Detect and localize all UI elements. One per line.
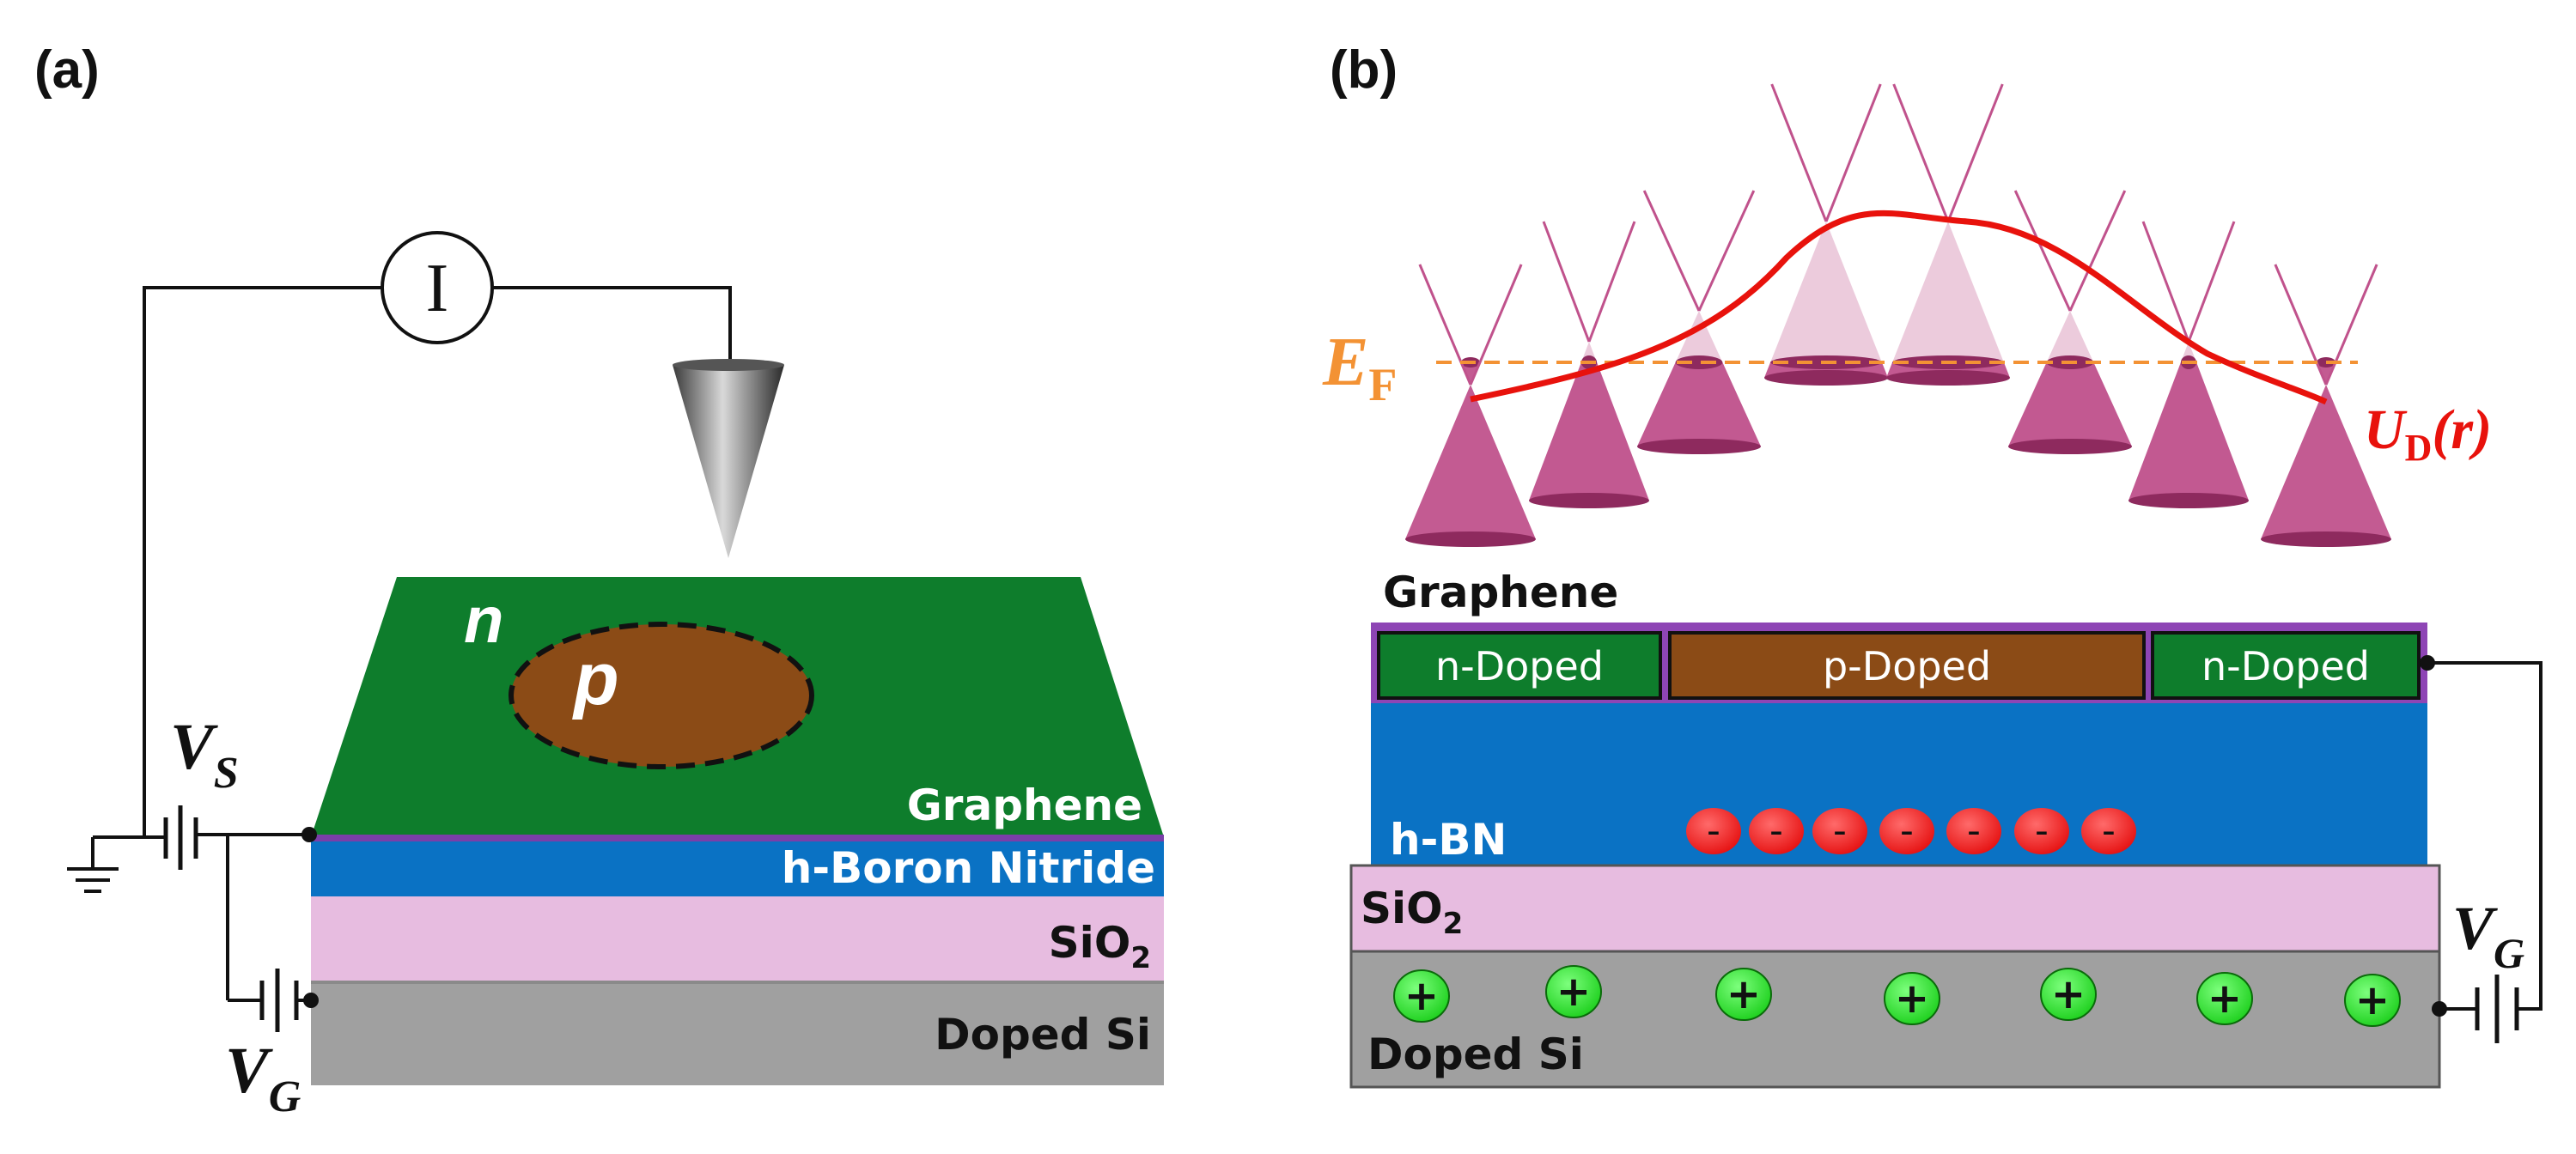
dirac-cone [1886, 83, 2010, 386]
segment-label-n-left: n-Doped [1435, 643, 1604, 689]
svg-text:+: + [2051, 970, 2086, 1018]
svg-text:-: - [2102, 809, 2116, 853]
region-n-label: n [464, 584, 503, 657]
si-layer [311, 981, 1164, 1085]
hbn-layer [311, 841, 1164, 896]
graphene-contact-b [2420, 655, 2435, 671]
potential-curve [1470, 210, 2328, 405]
potential-label: UD(r) [2364, 398, 2492, 469]
segment-n-right [2151, 631, 2421, 700]
negative-charge: - [1686, 808, 1741, 854]
segment-label-p: p-Doped [1823, 643, 1991, 689]
negative-charge: - [2014, 808, 2069, 854]
panel-b: (b) EF UD(r) Graphene n-Doped p-Doped n-… [1322, 40, 2543, 1089]
source-contact [301, 827, 317, 842]
dirac-cone [1529, 221, 1649, 508]
si-label-a: Doped Si [935, 1010, 1151, 1060]
segment-p [1668, 631, 2146, 700]
sio2-block [1349, 864, 2441, 953]
positive-charge: + [1545, 965, 1602, 1018]
graphene-label-b: Graphene [1383, 568, 1618, 617]
stm-tip [673, 365, 784, 558]
hbn-label-b: h-BN [1390, 815, 1507, 865]
circuit-wires [112, 286, 732, 1002]
dirac-cone [1637, 190, 1761, 454]
gate-voltage-label-b: VG [2452, 894, 2524, 977]
dirac-cone [2128, 221, 2249, 508]
dirac-cone [1764, 83, 1888, 386]
dirac-cone [2008, 190, 2132, 454]
negative-charge: - [1879, 808, 1934, 854]
svg-text:-: - [1769, 809, 1783, 853]
panel-a-label: (a) [34, 40, 100, 100]
p-region [509, 622, 814, 769]
dirac-cone [1405, 264, 1536, 547]
gate-battery-icon [259, 969, 299, 1032]
hbn-label-a: h-Boron Nitride [782, 843, 1155, 893]
panel-b-label: (b) [1330, 40, 1398, 100]
positive-charge: + [2344, 974, 2401, 1027]
gate-contact-a [303, 993, 319, 1008]
svg-text:-: - [1967, 809, 1981, 853]
region-p-label: p [572, 638, 619, 720]
svg-text:+: + [1895, 975, 1929, 1023]
ground-icon [67, 835, 119, 893]
graphene-label-a: Graphene [907, 780, 1142, 830]
positive-charge: + [1884, 972, 1940, 1025]
source-voltage-label: VS [170, 711, 239, 798]
negative-charges: ------- [1686, 808, 2136, 854]
svg-text:-: - [1707, 809, 1720, 853]
svg-text:-: - [1833, 809, 1847, 853]
sio2-label-b: SiO2 [1361, 884, 1463, 941]
ammeter-symbol: I [426, 251, 449, 326]
svg-text:-: - [1900, 809, 1914, 853]
negative-charge: - [1812, 808, 1867, 854]
negative-charge: - [1749, 808, 1804, 854]
panel-a: (a) I [34, 40, 1164, 1121]
svg-text:+: + [2355, 976, 2390, 1024]
positive-charge: + [1715, 968, 1772, 1021]
ammeter: I [381, 231, 494, 344]
negative-charge: - [1946, 808, 2001, 854]
positive-charge: + [2040, 968, 2097, 1021]
positive-charges: + + + + + + + [1393, 965, 2401, 1027]
svg-text:+: + [1404, 972, 1439, 1020]
segment-label-n-right: n-Doped [2201, 643, 2370, 689]
svg-text:-: - [2035, 809, 2049, 853]
dirac-cones [1405, 83, 2391, 547]
sio2-layer [311, 896, 1164, 981]
negative-charge: - [2081, 808, 2136, 854]
positive-charge: + [1393, 969, 1450, 1023]
gate-voltage-label-a: VG [225, 1035, 301, 1121]
gate-battery-icon-b [2475, 975, 2519, 1043]
sio2-label-a: SiO2 [1049, 918, 1151, 975]
dirac-cone [2261, 264, 2391, 547]
positive-charge: + [2196, 972, 2253, 1025]
svg-text:+: + [2208, 975, 2242, 1023]
segment-n-left [1377, 631, 1662, 700]
svg-text:+: + [1726, 970, 1761, 1018]
fermi-level-label: EF [1322, 325, 1397, 410]
si-label-b: Doped Si [1367, 1029, 1584, 1079]
svg-text:+: + [1556, 968, 1591, 1016]
gate-contact-b [2432, 1001, 2447, 1017]
source-battery-icon [163, 805, 198, 870]
